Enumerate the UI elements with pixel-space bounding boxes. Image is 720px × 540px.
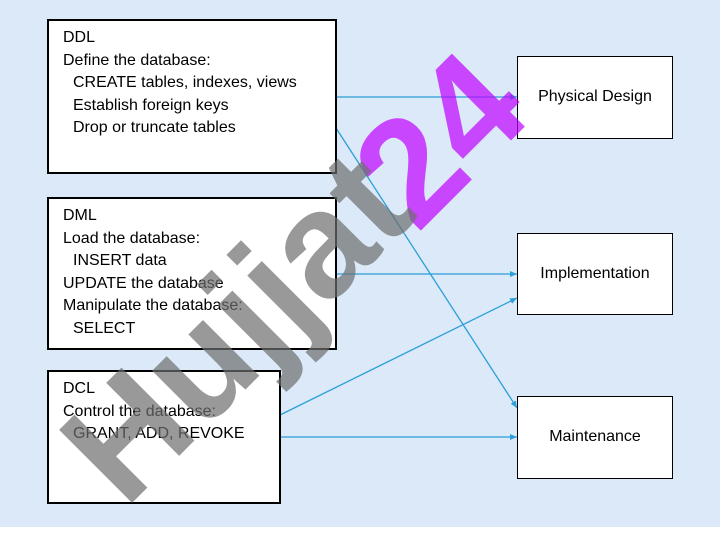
arrow-ddl-maintenance [335, 127, 518, 409]
physical-design-label: Physical Design [538, 88, 652, 106]
dml-line: INSERT data [73, 252, 167, 269]
dml-line: Manipulate the database: [63, 297, 243, 314]
maintenance-box: Maintenance [517, 396, 673, 479]
implementation-box: Implementation [517, 233, 673, 315]
dcl-subheading: Control the database: [63, 402, 216, 420]
ddl-item: Establish foreign keys [73, 96, 229, 114]
ddl-heading: DDL [63, 29, 96, 46]
physical-design-box: Physical Design [517, 56, 673, 139]
dcl-item: GRANT, ADD, REVOKE [73, 425, 245, 442]
ddl-item: CREATE tables, indexes, views [73, 74, 297, 91]
dml-line: UPDATE the database [63, 274, 224, 292]
ddl-item: Drop or truncate tables [73, 119, 236, 136]
dml-line: Load the database: [63, 229, 201, 247]
implementation-label: Implementation [540, 264, 650, 282]
ddl-box: DDL Define the database: CREATE tables, … [47, 19, 337, 174]
ddl-subheading: Define the database: [63, 51, 211, 69]
dml-heading: DML [63, 207, 97, 224]
dml-box: DML Load the database: INSERT data UPDAT… [47, 197, 337, 350]
dml-line: SELECT [73, 319, 136, 337]
dcl-box: DCL Control the database: GRANT, ADD, RE… [47, 370, 281, 504]
arrow-dcl-implementation [279, 297, 518, 416]
maintenance-label: Maintenance [549, 428, 641, 446]
dcl-heading: DCL [63, 380, 96, 397]
